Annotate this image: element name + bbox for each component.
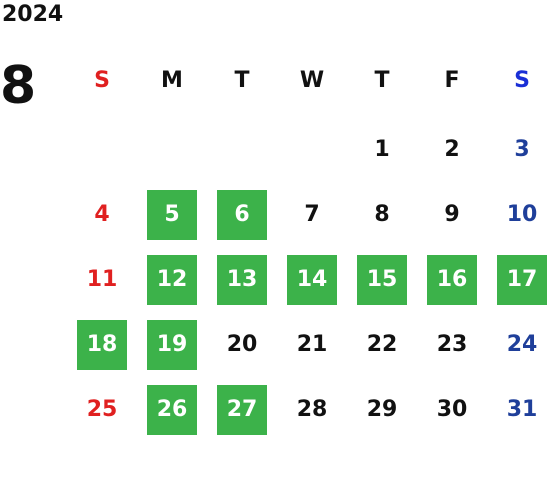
calendar-day[interactable]: 4 [94, 202, 110, 227]
calendar-day-highlighted[interactable]: 26 [147, 385, 197, 435]
calendar-day[interactable]: 10 [506, 202, 538, 227]
calendar-day[interactable]: 1 [374, 137, 390, 162]
calendar-day[interactable]: 3 [514, 137, 530, 162]
calendar-day[interactable]: 24 [506, 332, 538, 357]
weekday-label: W [299, 68, 325, 93]
calendar-day-highlighted[interactable]: 19 [147, 320, 197, 370]
calendar-day[interactable]: 8 [374, 202, 390, 227]
weekday-label: F [444, 68, 460, 93]
calendar-day[interactable]: 9 [444, 202, 460, 227]
weekday-label: M [161, 68, 183, 93]
calendar-day[interactable]: 22 [366, 332, 398, 357]
weekday-label: T [234, 68, 250, 93]
calendar-day-highlighted[interactable]: 13 [217, 255, 267, 305]
calendar-day[interactable]: 25 [86, 397, 118, 422]
calendar-day[interactable]: 11 [86, 267, 118, 292]
calendar-day[interactable]: 21 [296, 332, 328, 357]
calendar-month: 8 [0, 56, 37, 116]
calendar-day-highlighted[interactable]: 12 [147, 255, 197, 305]
calendar-day[interactable]: 23 [436, 332, 468, 357]
calendar-day[interactable]: 2 [444, 137, 460, 162]
calendar-day-highlighted[interactable]: 14 [287, 255, 337, 305]
calendar-day-highlighted[interactable]: 15 [357, 255, 407, 305]
calendar-day[interactable]: 31 [506, 397, 538, 422]
weekday-label: S [514, 68, 530, 93]
calendar-year: 2024 [2, 2, 64, 27]
weekday-label: T [374, 68, 390, 93]
weekday-label: S [94, 68, 110, 93]
calendar-day[interactable]: 30 [436, 397, 468, 422]
calendar-day-highlighted[interactable]: 6 [217, 190, 267, 240]
calendar-day[interactable]: 28 [296, 397, 328, 422]
calendar-day-highlighted[interactable]: 16 [427, 255, 477, 305]
calendar-day-highlighted[interactable]: 18 [77, 320, 127, 370]
calendar-day-highlighted[interactable]: 5 [147, 190, 197, 240]
calendar-day-highlighted[interactable]: 17 [497, 255, 547, 305]
calendar-day[interactable]: 29 [366, 397, 398, 422]
calendar-day[interactable]: 20 [226, 332, 258, 357]
calendar-day[interactable]: 7 [304, 202, 320, 227]
calendar-day-highlighted[interactable]: 27 [217, 385, 267, 435]
